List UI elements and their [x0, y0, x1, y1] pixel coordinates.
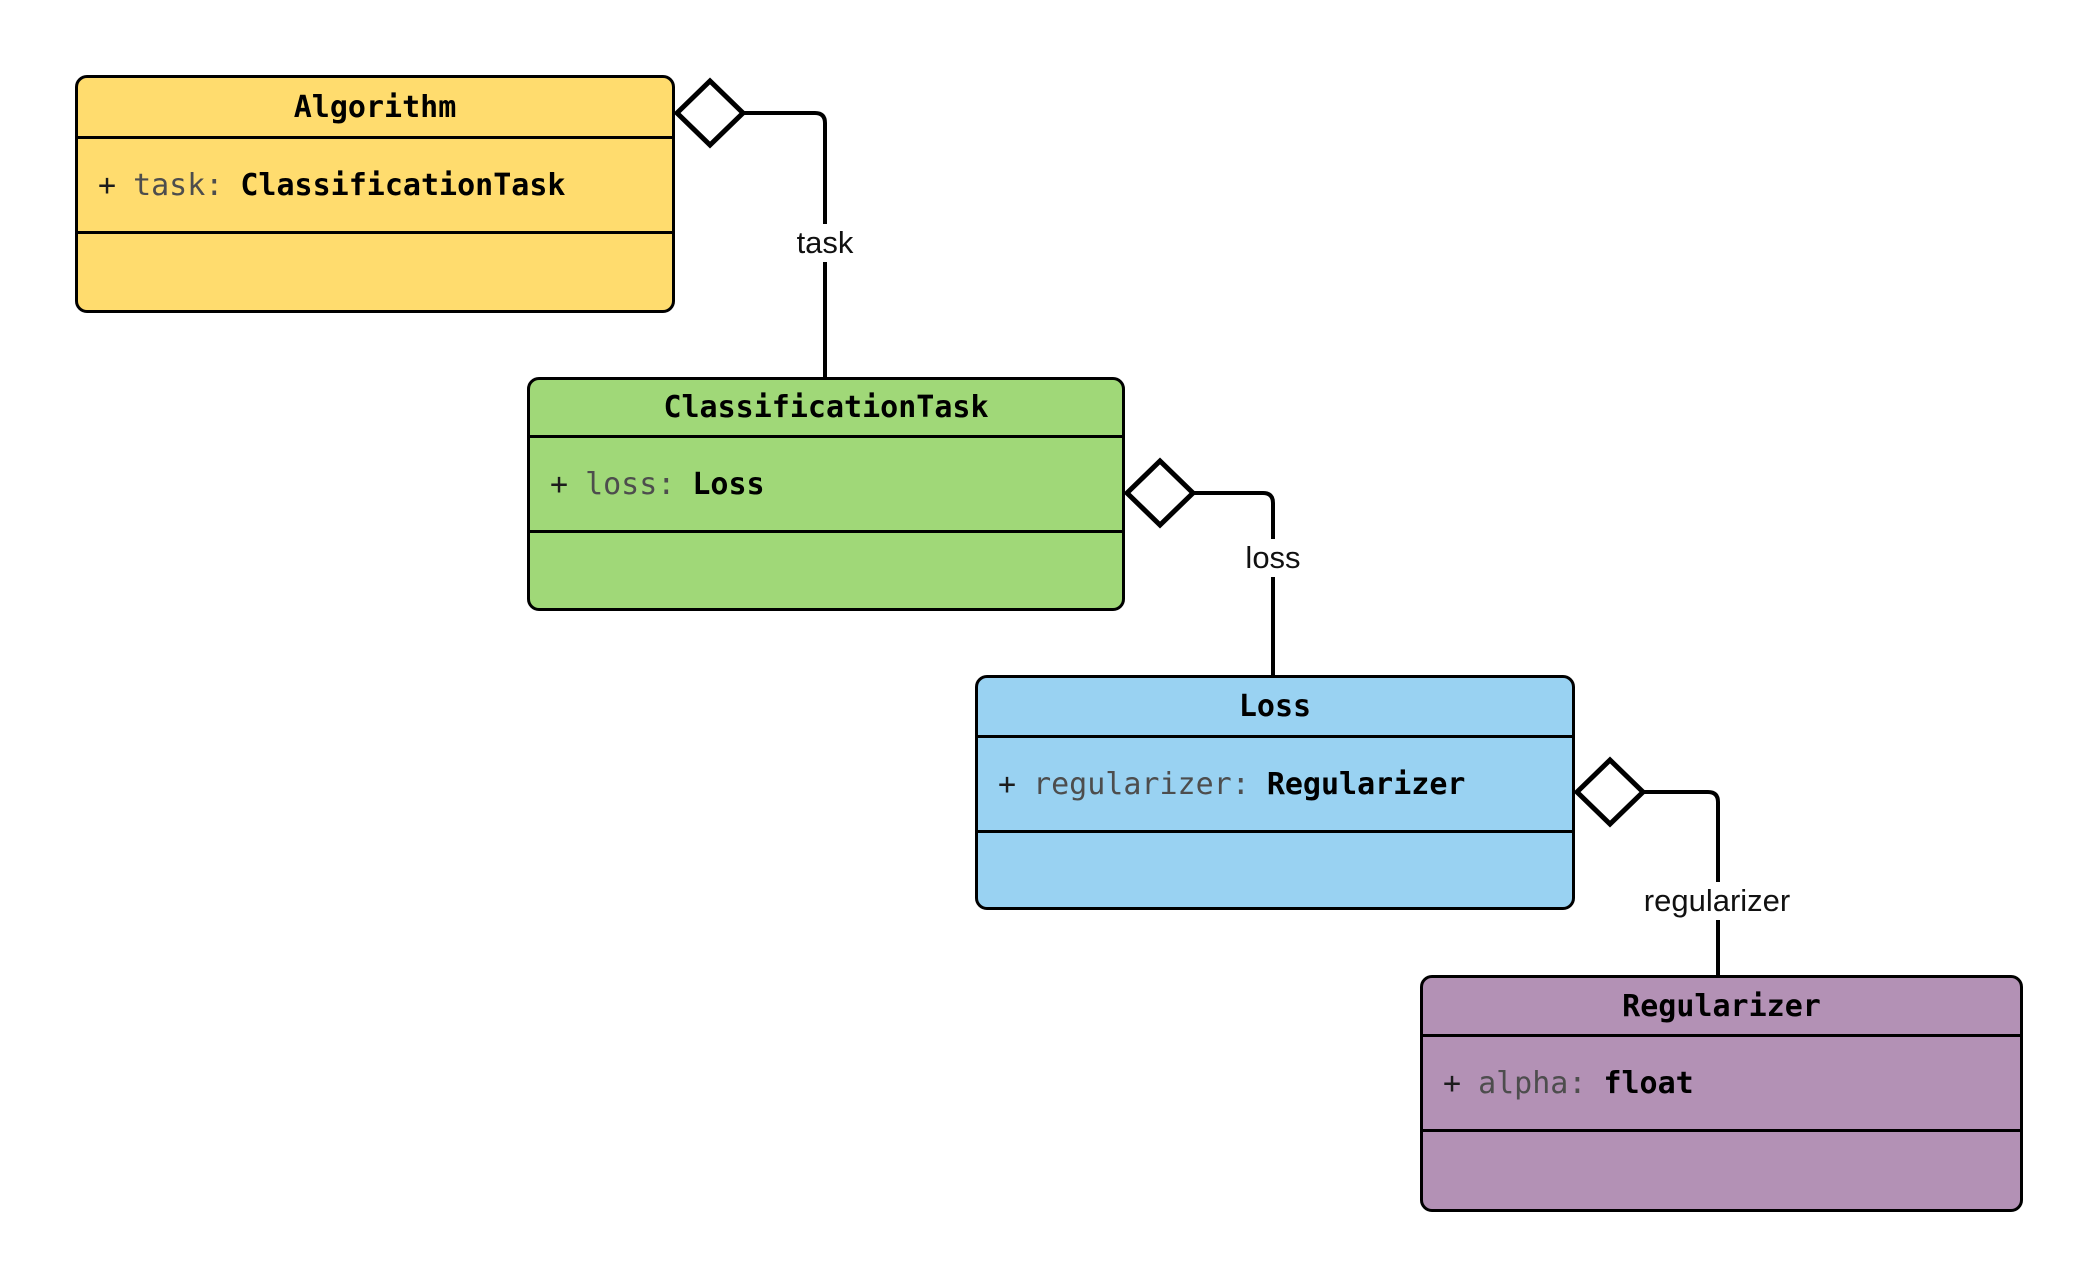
attribute-visibility: +	[998, 766, 1017, 802]
aggregation-diamond-icon	[1123, 457, 1197, 529]
class-box-algorithm: Algorithm + task: ClassificationTask	[75, 75, 675, 313]
class-methods-compartment	[530, 533, 1122, 608]
class-attribute-row: + regularizer: Regularizer	[978, 738, 1572, 833]
attribute-name: alpha:	[1478, 1065, 1587, 1101]
class-attribute-row: + alpha: float	[1423, 1037, 2020, 1132]
attribute-type: ClassificationTask	[240, 167, 566, 203]
edge-label-task: task	[789, 224, 861, 262]
class-title: Regularizer	[1423, 978, 2020, 1037]
attribute-visibility: +	[98, 167, 117, 203]
attribute-name: regularizer:	[1033, 766, 1250, 802]
attribute-visibility: +	[1443, 1065, 1462, 1101]
edge-loss-line	[1193, 491, 1275, 675]
aggregation-diamond-icon	[1573, 756, 1647, 828]
attribute-type: Regularizer	[1266, 766, 1466, 802]
edge-regularizer	[1573, 756, 1720, 975]
attribute-name: task:	[133, 167, 224, 203]
class-title: ClassificationTask	[530, 380, 1122, 438]
attribute-type: Loss	[692, 466, 765, 502]
class-title: Loss	[978, 678, 1572, 738]
class-methods-compartment	[1423, 1132, 2020, 1209]
class-methods-compartment	[78, 234, 672, 310]
aggregation-diamond-icon	[673, 77, 747, 149]
class-title: Algorithm	[78, 78, 672, 139]
edge-label-regularizer: regularizer	[1636, 882, 1798, 920]
attribute-visibility: +	[550, 466, 569, 502]
class-attribute-row: + task: ClassificationTask	[78, 139, 672, 234]
class-box-loss: Loss + regularizer: Regularizer	[975, 675, 1575, 910]
attribute-type: float	[1603, 1065, 1694, 1101]
edge-label-loss: loss	[1238, 539, 1308, 577]
attribute-name: loss:	[585, 466, 676, 502]
class-box-classification-task: ClassificationTask + loss: Loss	[527, 377, 1125, 611]
class-methods-compartment	[978, 833, 1572, 907]
class-box-regularizer: Regularizer + alpha: float	[1420, 975, 2023, 1212]
class-attribute-row: + loss: Loss	[530, 438, 1122, 533]
